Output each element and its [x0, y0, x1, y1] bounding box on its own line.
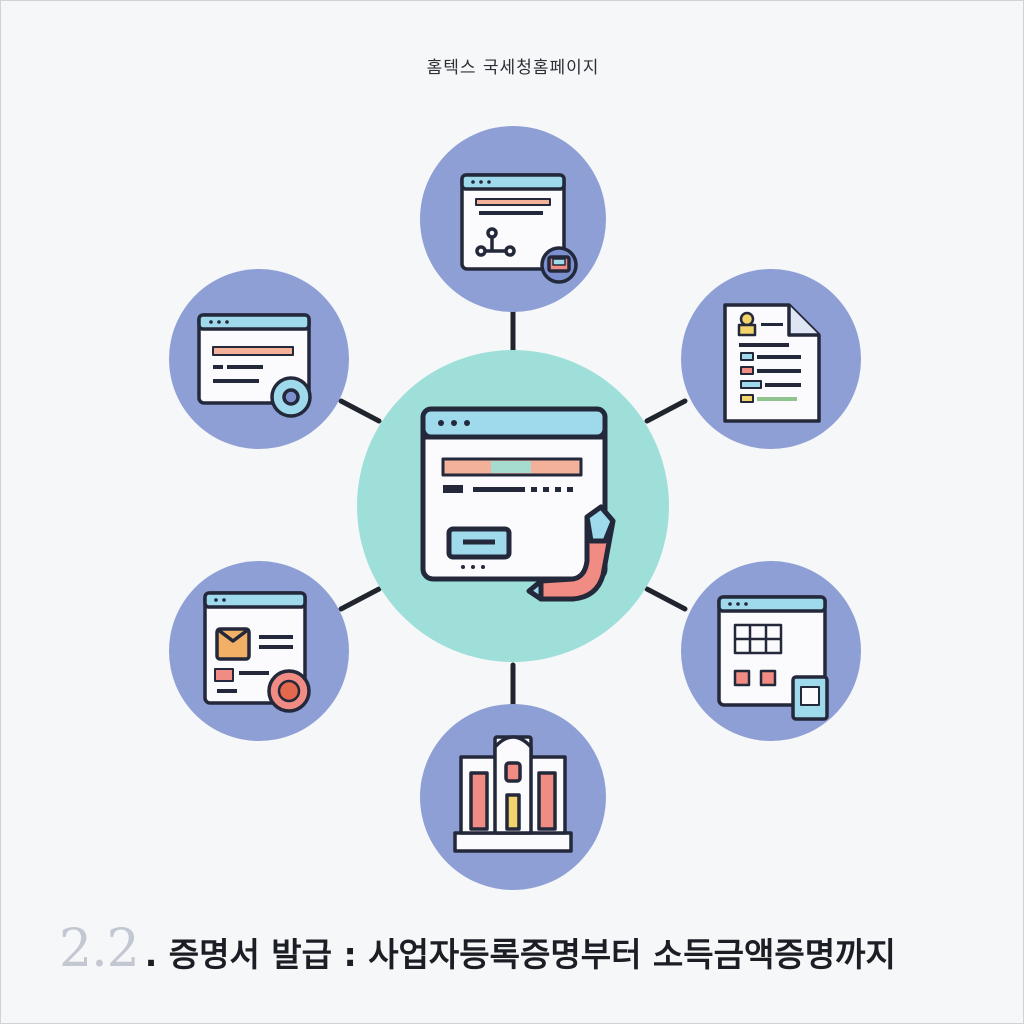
connector-top-left [338, 398, 382, 424]
connector-lines [338, 308, 688, 708]
connector-bottom-left [338, 586, 382, 612]
connector-top-right [644, 398, 688, 424]
browser-certificate-icon [203, 591, 311, 713]
section-title: . 증명서 발급 : 사업자등록증명부터 소득금액증명까지 [144, 935, 896, 974]
browser-spreadsheet-icon [717, 595, 829, 721]
caption: 2.2 . 증명서 발급 : 사업자등록증명부터 소득금액증명까지 [59, 919, 999, 979]
government-building-icon [453, 735, 573, 853]
document-report-icon [723, 303, 821, 423]
browser-settings-icon [197, 313, 312, 418]
connector-bottom-right [644, 586, 688, 612]
header-label: 홈텍스 국세청홈페이지 [426, 58, 600, 78]
browser-window-with-pen-icon [420, 406, 616, 602]
section-number: 2.2 [59, 919, 140, 979]
browser-network-icon [460, 173, 578, 284]
